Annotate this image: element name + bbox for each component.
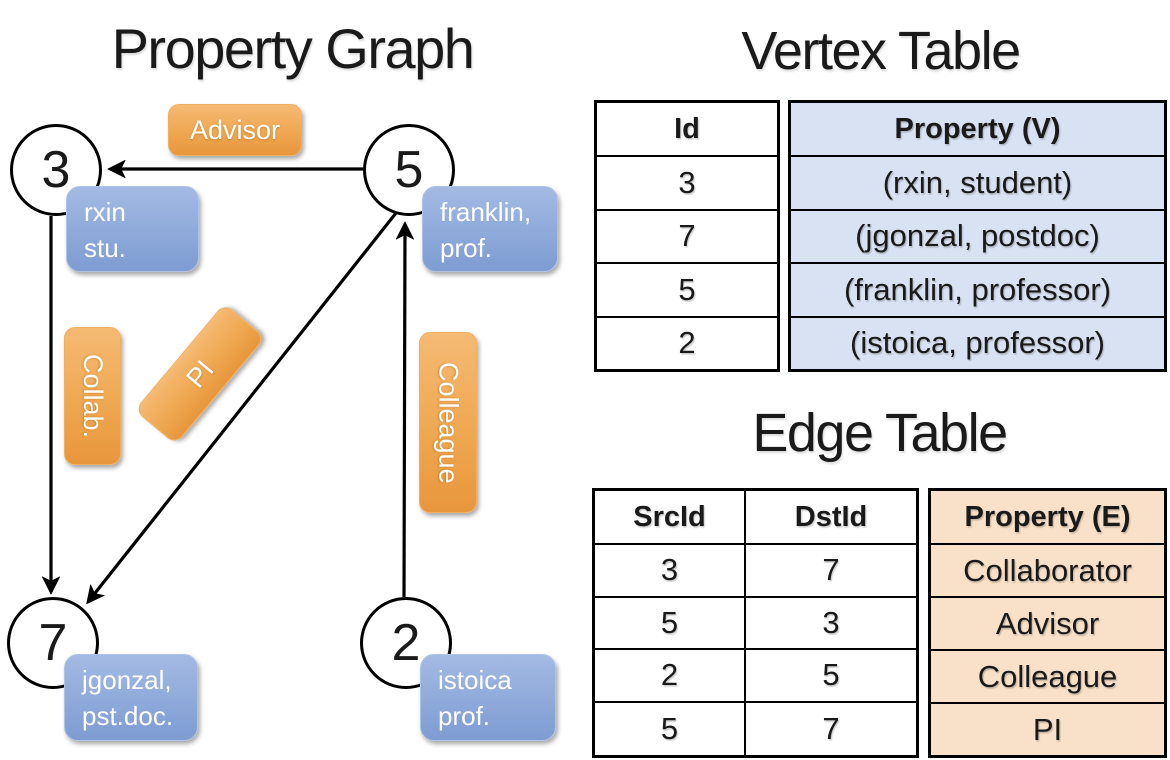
vertex-property-line: prof.	[440, 233, 493, 263]
vertex-property-box-istoica: istoica prof.	[420, 654, 556, 741]
vertex-property-line: prof.	[438, 701, 491, 731]
edge-table-cell: 5	[595, 597, 746, 650]
edge-table-cell: 5	[595, 702, 746, 755]
vertex-table-cell: 2	[678, 325, 696, 361]
vertex-node-3-id: 3	[41, 141, 71, 199]
vertex-node-2: 2	[360, 597, 452, 689]
vertex-table-cell: (rxin, student)	[791, 157, 1164, 211]
edge-table-cell: 2	[595, 650, 746, 703]
vertex-table-property-column: Property (V) (rxin, student) (jgonzal, p…	[788, 100, 1167, 372]
vertex-property-box-rxin: rxin stu.	[66, 186, 199, 272]
edge-table-cell: PI	[1032, 711, 1063, 747]
edge-table-header-property: Property (E)	[931, 491, 1164, 545]
edge-table-title: Edge Table	[752, 403, 1008, 463]
vertex-property-box-franklin: franklin, prof.	[422, 186, 558, 272]
vertex-property-line: rxin	[84, 197, 126, 227]
vertex-table-header-property: Property (V)	[791, 103, 1164, 157]
vertex-node-7-id: 7	[38, 614, 68, 672]
vertex-table-id-column: Id 3 7 5 2	[594, 100, 780, 372]
vertex-property-line: istoica	[438, 665, 512, 695]
edge-label-advisor: Advisor	[168, 104, 302, 156]
vertex-property-line: franklin,	[440, 197, 532, 227]
edge-table-property-column: Property (E) Collaborator Advisor Collea…	[928, 488, 1167, 758]
vertex-table-cell: 7	[597, 211, 777, 264]
vertex-table-header-id: Id	[597, 103, 777, 157]
edge-table-cell: 7	[746, 545, 916, 598]
edge-table-cell: 5	[746, 650, 916, 703]
edge-table-cell: 3	[746, 598, 916, 650]
vertex-property-line: stu.	[84, 233, 126, 263]
edge-table-cell: Advisor	[931, 598, 1164, 651]
vertex-table-cell: (jgonzal, postdoc)	[791, 211, 1164, 264]
edge-label-collab: Collab.	[64, 327, 121, 465]
vertex-node-5-id: 5	[394, 141, 424, 199]
edge-table-src-dst-columns: SrcId DstId 3 7 5 3 2 5 5 7	[592, 488, 919, 758]
property-graph-title: Property Graph	[111, 17, 475, 80]
edge-line-pi-5-to-7	[88, 212, 398, 602]
vertex-node-5: 5	[363, 124, 455, 216]
vertex-property-line: jgonzal,	[82, 665, 172, 695]
vertex-property-line: pst.doc.	[82, 701, 174, 731]
edge-table-header-dstid: DstId	[746, 491, 916, 545]
edge-table-cell: 3	[595, 545, 746, 598]
vertex-table-cell: (franklin, professor)	[791, 264, 1164, 318]
edge-table-cell: Collaborator	[931, 545, 1164, 598]
vertex-property-box-jgonzal: jgonzal, pst.doc.	[64, 654, 198, 741]
vertex-table-cell: 3	[597, 157, 777, 211]
vertex-table-cell: (istoica, professor)	[850, 325, 1105, 361]
edge-label-colleague: Colleague	[419, 332, 477, 513]
vertex-node-2-id: 2	[391, 614, 421, 672]
vertex-table-title: Vertex Table	[741, 21, 1021, 81]
vertex-table-cell: 5	[597, 264, 777, 318]
edge-table-header-srcid: SrcId	[595, 491, 746, 545]
edge-table-cell: 7	[822, 710, 840, 746]
edge-table-cell: Colleague	[931, 651, 1164, 704]
edge-line-colleague-2-to-5	[404, 224, 405, 598]
graph-edges-layer	[0, 0, 585, 760]
